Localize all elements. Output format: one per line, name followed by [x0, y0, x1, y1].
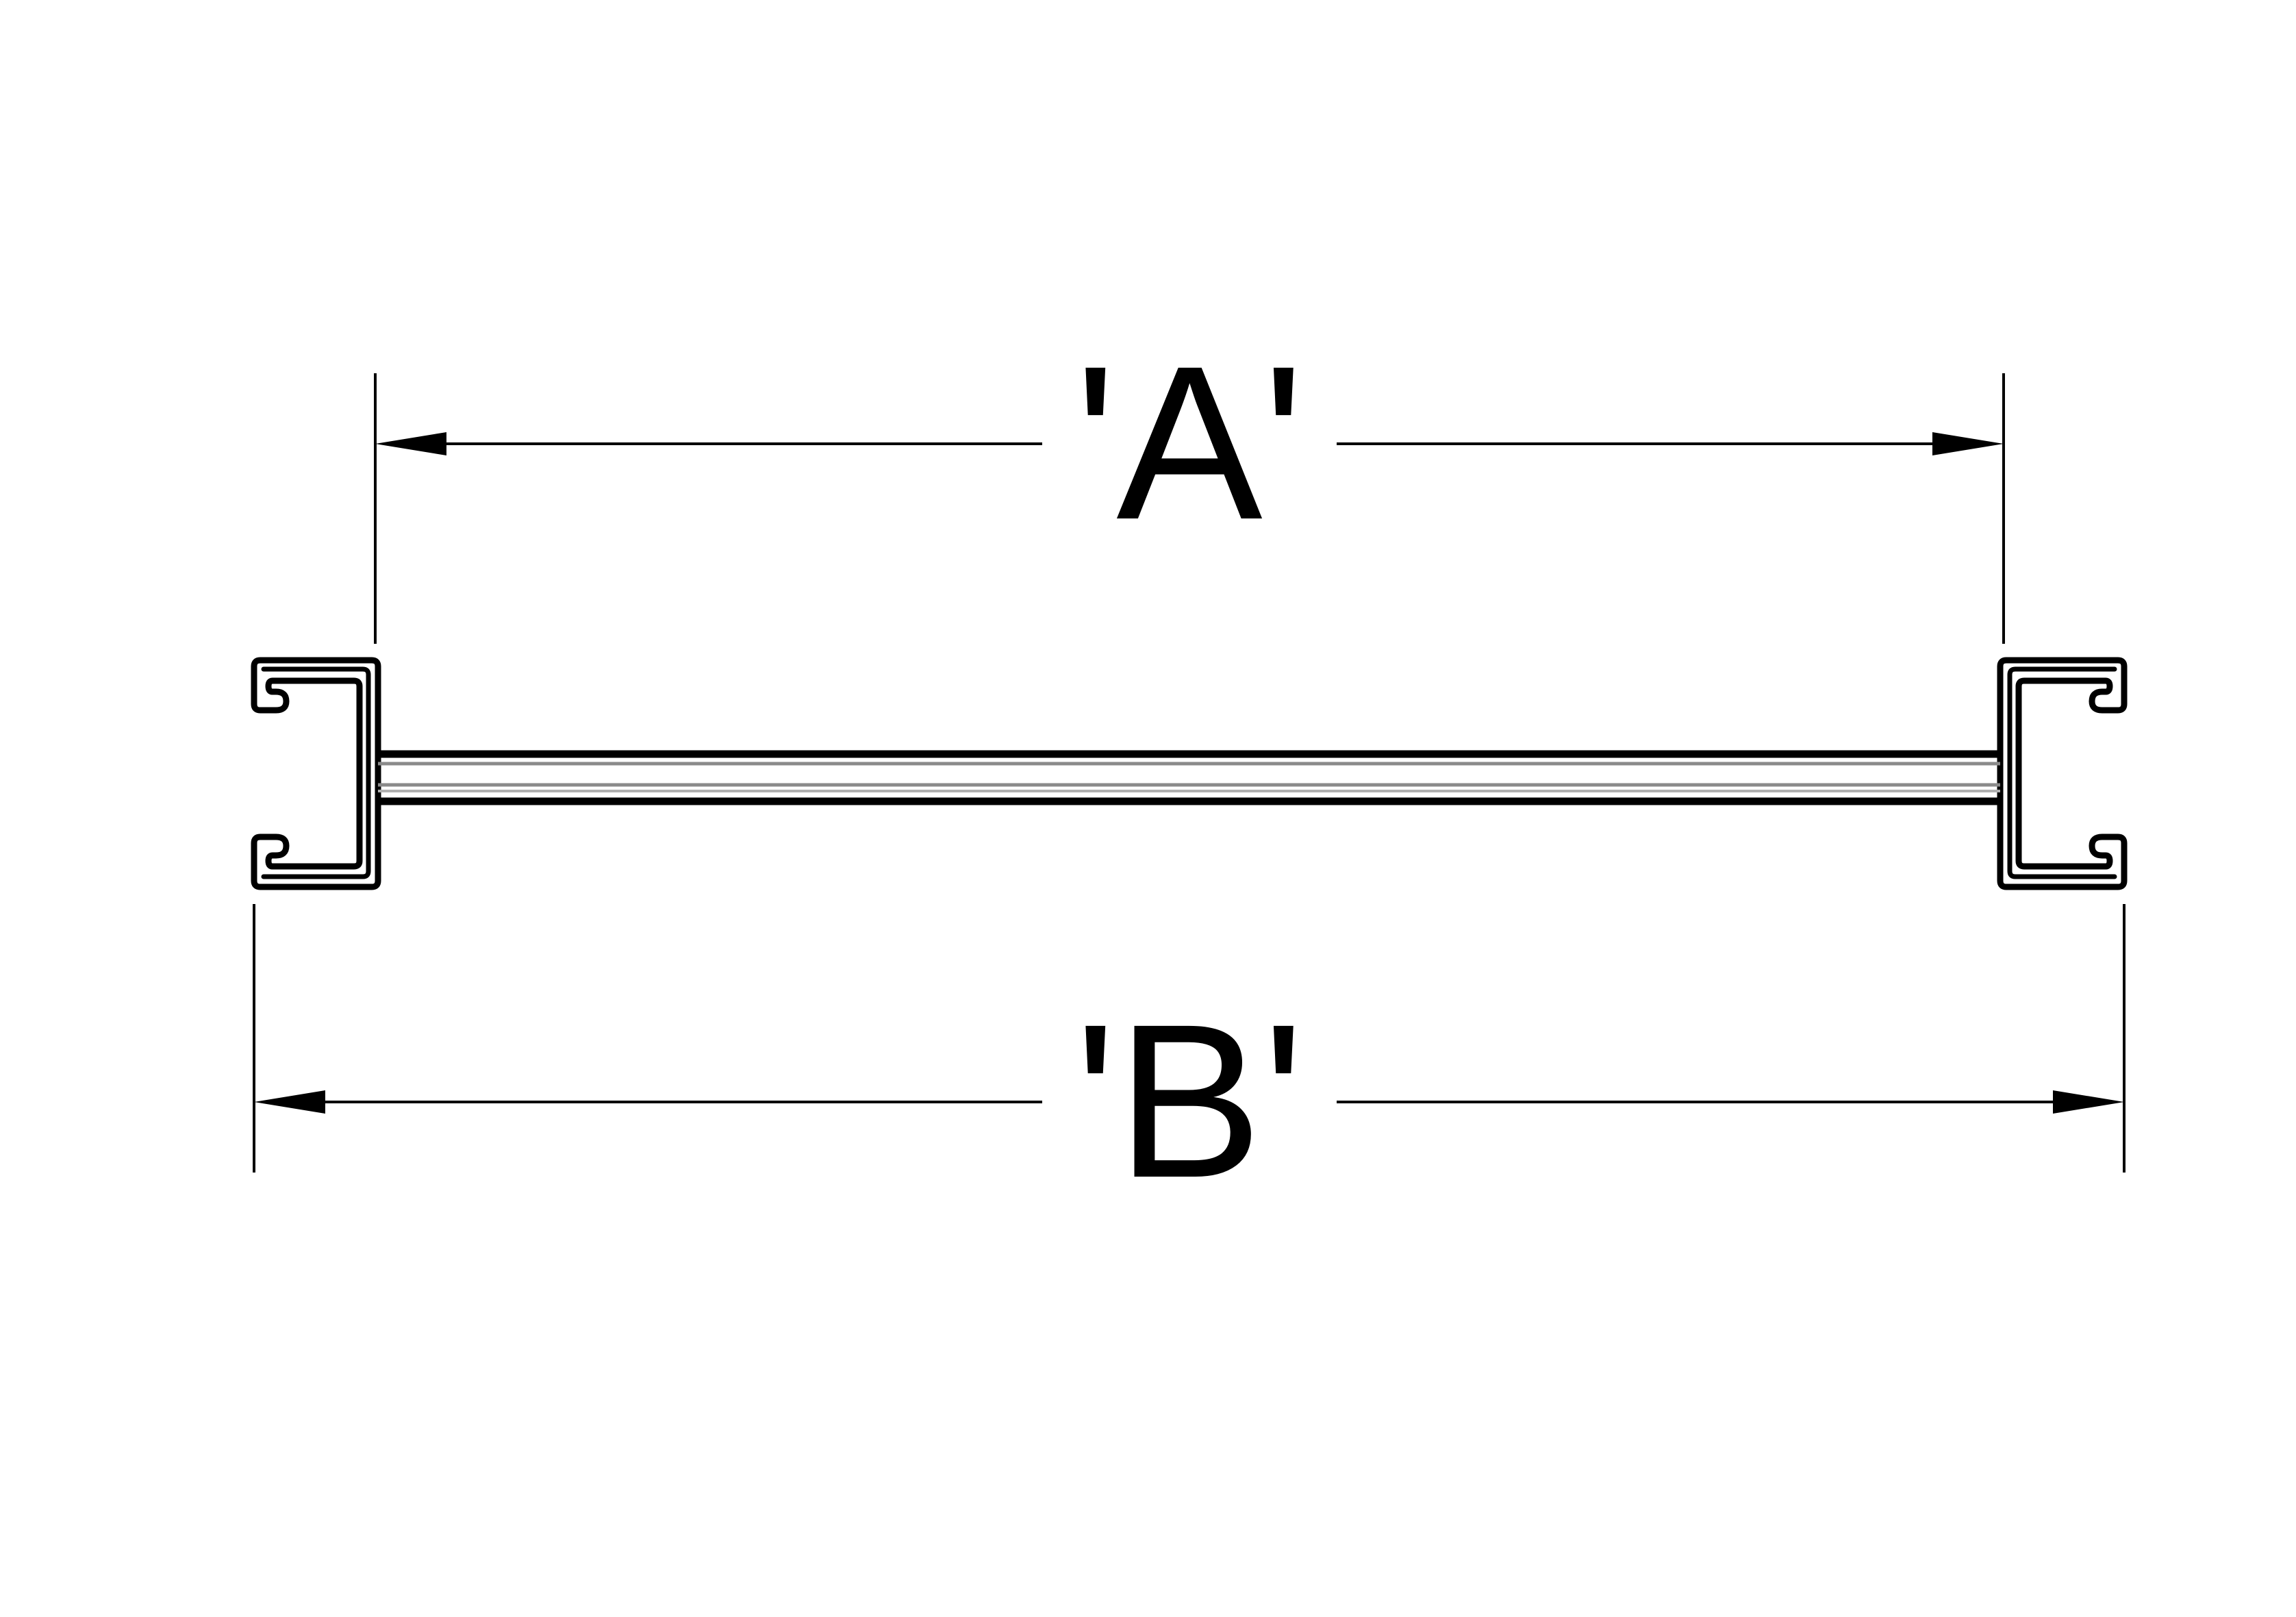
- dimension-b: 'B': [253, 904, 2125, 1223]
- right-channel-profile: [1997, 657, 2128, 890]
- dimension-a: 'A': [374, 320, 2005, 644]
- dimension-a-label: 'A': [1074, 320, 1304, 565]
- left-channel-profile: [251, 657, 381, 890]
- arrowhead-a-right: [1932, 432, 2004, 455]
- cross-bar: [378, 750, 2000, 805]
- arrowhead-b-right: [2053, 1090, 2124, 1114]
- arrowhead-b-left: [254, 1090, 325, 1114]
- arrowhead-a-left: [375, 432, 446, 455]
- dimension-b-label: 'B': [1074, 978, 1304, 1223]
